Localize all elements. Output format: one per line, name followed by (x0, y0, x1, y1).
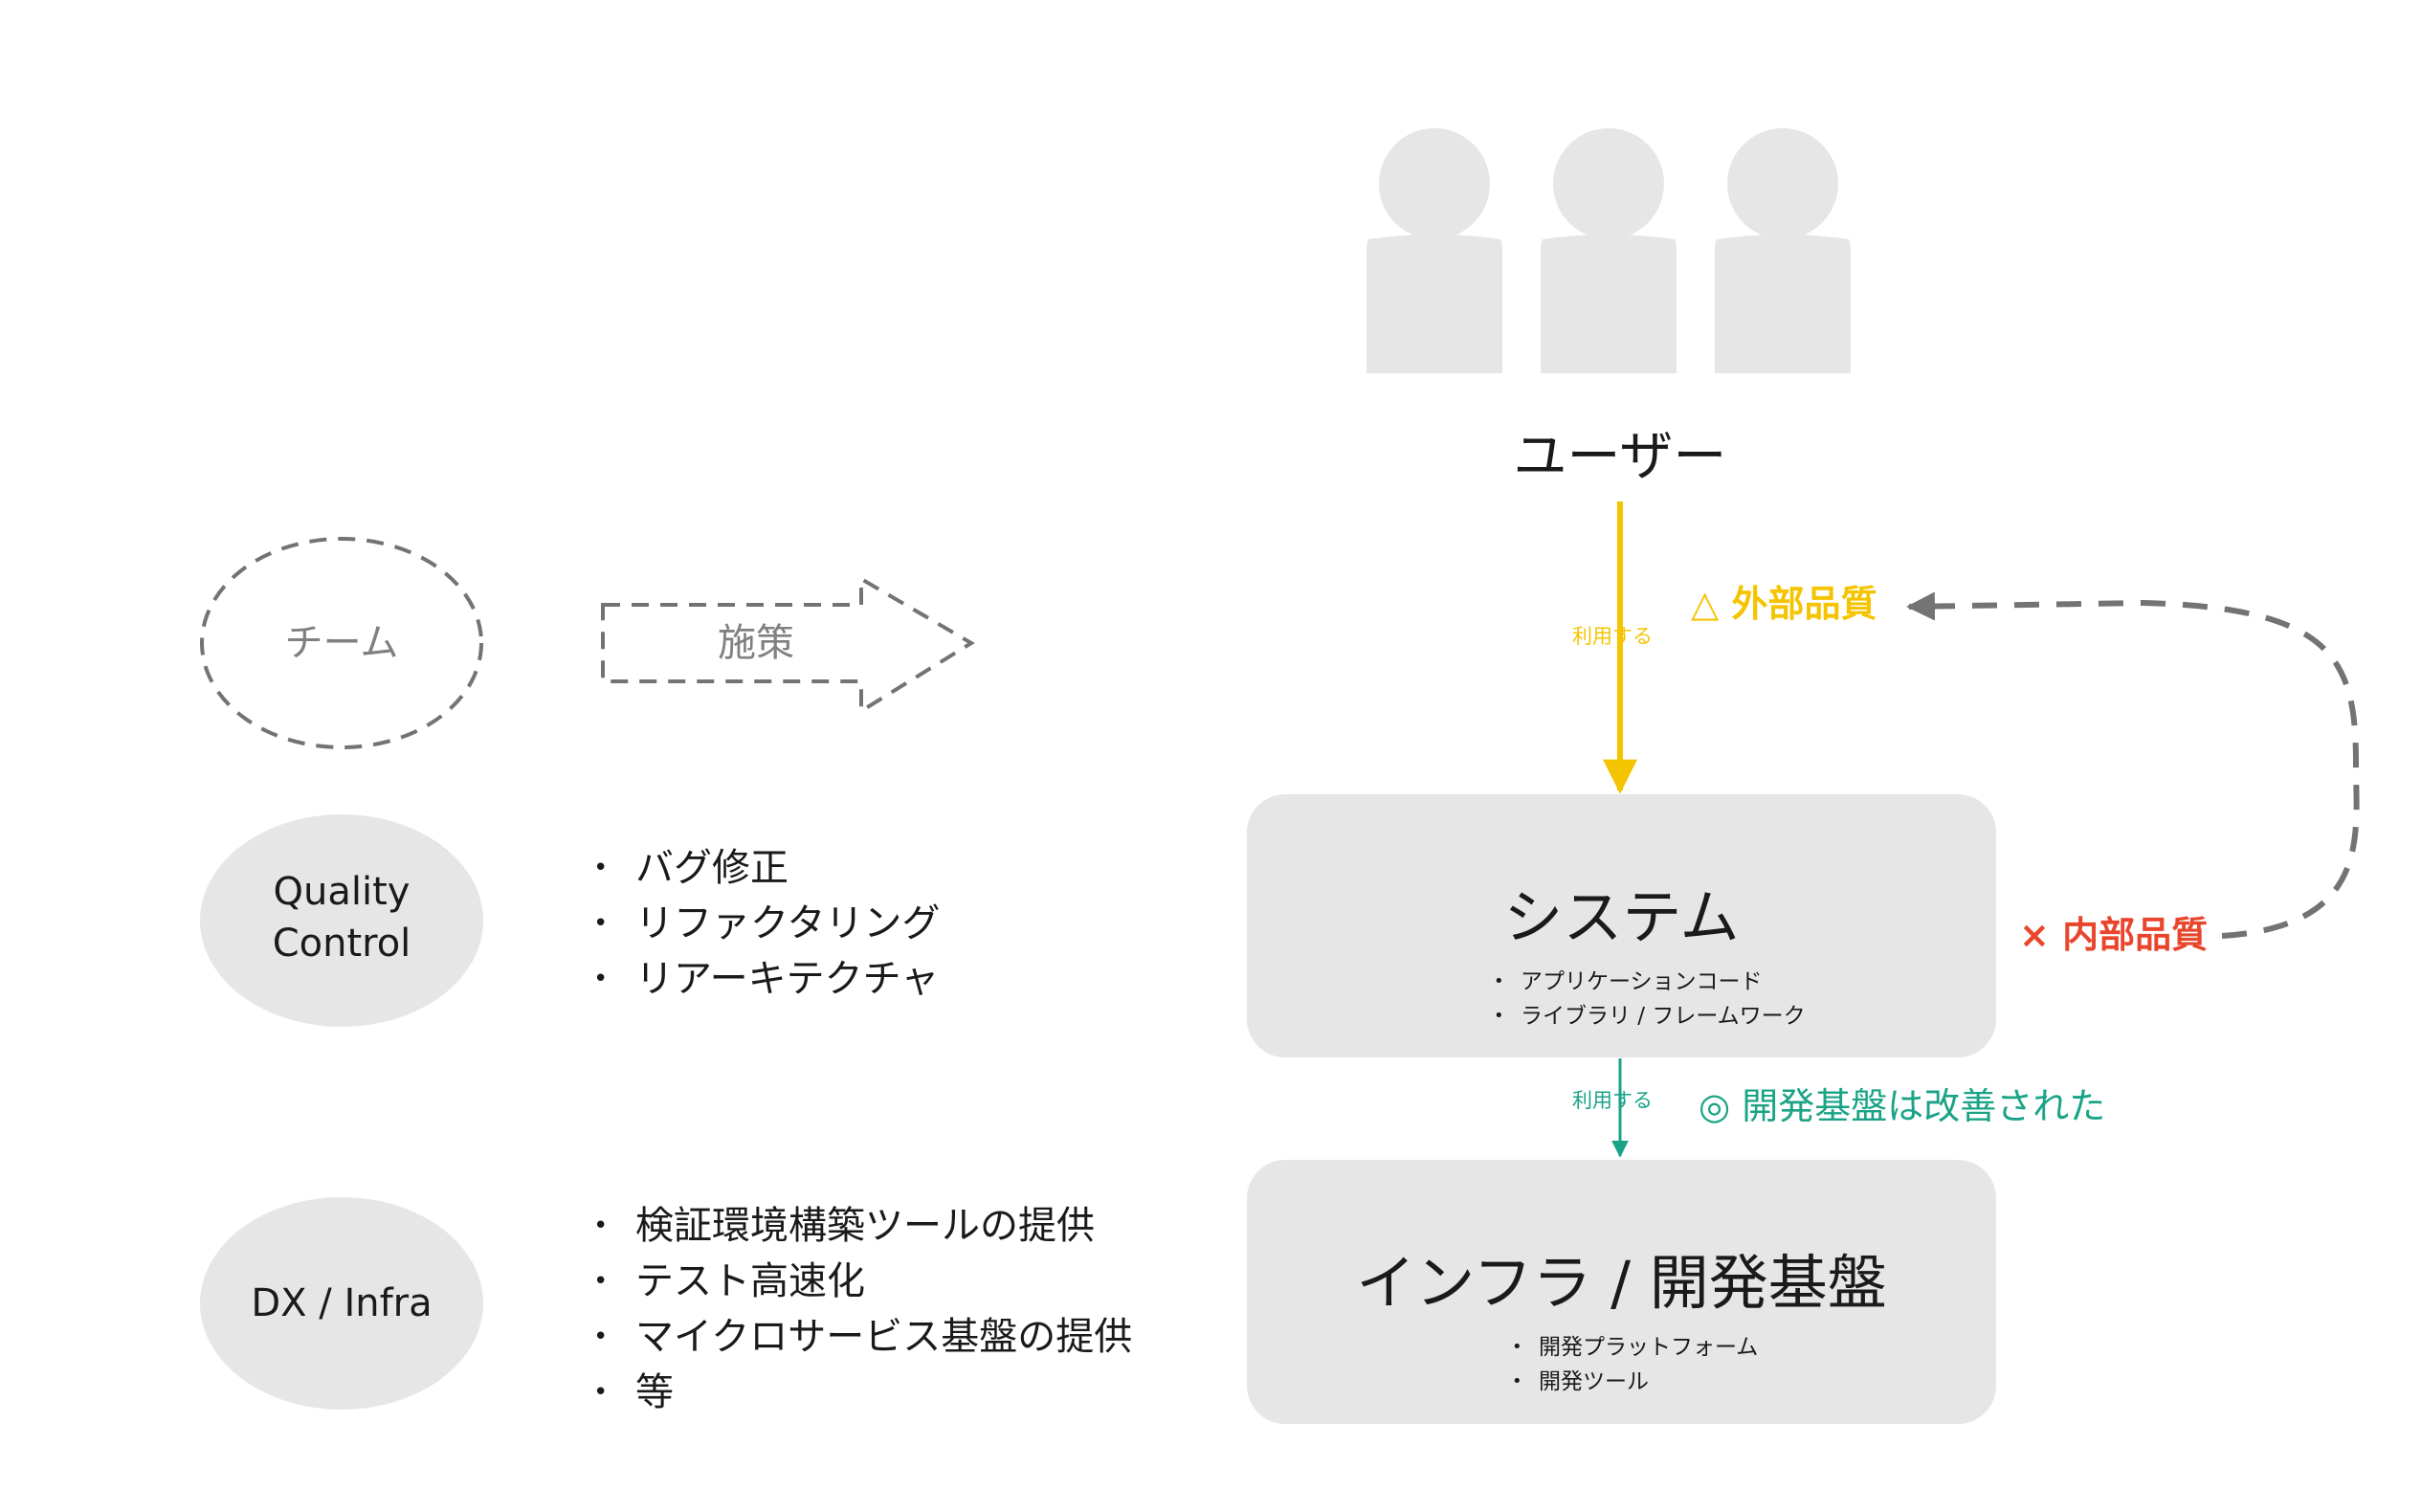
system-item-list: アプリケーションコード ライブラリ / フレームワーク (1494, 965, 1806, 1034)
system-item: アプリケーションコード (1494, 965, 1806, 999)
measure-item: マイクロサービス基盤の提供 (593, 1309, 1132, 1365)
users-label: ユーザー (1513, 426, 1727, 488)
team-label-line1: Quality (273, 870, 411, 914)
system-title: システム (1503, 882, 1740, 952)
infra-improved-label: ◎ 開発基盤は改善された (1699, 1085, 2106, 1127)
external-quality-label: △ 外部品質 (1691, 583, 1877, 625)
legend-measure-shape (601, 575, 975, 715)
arrow-label-user-to-system: 利用する (1572, 625, 1653, 648)
legend-team-shape (200, 537, 483, 749)
team-label-dx-infra: DX / Infra (198, 1278, 485, 1329)
team-ellipse-dx-infra (200, 1197, 483, 1410)
measure-item: バグ修正 (593, 840, 940, 896)
measure-item: リアーキテクチャ (593, 951, 940, 1007)
internal-quality-label: × 内部品質 (2019, 914, 2209, 956)
arrow-internal-to-external-quality (1906, 591, 2360, 939)
measure-item: 等 (593, 1365, 1132, 1420)
legend-team-label: チーム (284, 621, 399, 665)
users-icon (1366, 128, 1851, 373)
system-box: システム アプリケーションコード ライブラリ / フレームワーク (1247, 794, 1996, 1057)
legend-measure-label: 施策 (718, 621, 794, 665)
team-label-line1: DX / Infra (251, 1281, 433, 1325)
system-item: ライブラリ / フレームワーク (1494, 999, 1806, 1034)
team-label-line2: Control (272, 922, 411, 966)
team-ellipse-quality-control (200, 814, 483, 1027)
measure-item: 検証環境構築ツールの提供 (593, 1198, 1132, 1254)
measure-item: テスト高速化 (593, 1254, 1132, 1309)
measure-item: リファクタリング (593, 896, 940, 951)
infra-item: 開発ツール (1512, 1365, 1758, 1399)
team-label-quality-control: Quality Control (198, 866, 485, 969)
infra-box: インフラ / 開発基盤 開発プラットフォーム 開発ツール (1247, 1160, 1996, 1424)
arrow-label-system-to-infra: 利用する (1572, 1089, 1653, 1112)
measure-list-dx-infra: 検証環境構築ツールの提供 テスト高速化 マイクロサービス基盤の提供 等 (593, 1198, 1132, 1420)
infra-item: 開発プラットフォーム (1512, 1330, 1758, 1365)
infra-item-list: 開発プラットフォーム 開発ツール (1512, 1330, 1758, 1399)
infra-title: インフラ / 開発基盤 (1356, 1248, 1887, 1318)
measure-list-quality-control: バグ修正 リファクタリング リアーキテクチャ (593, 840, 940, 1007)
